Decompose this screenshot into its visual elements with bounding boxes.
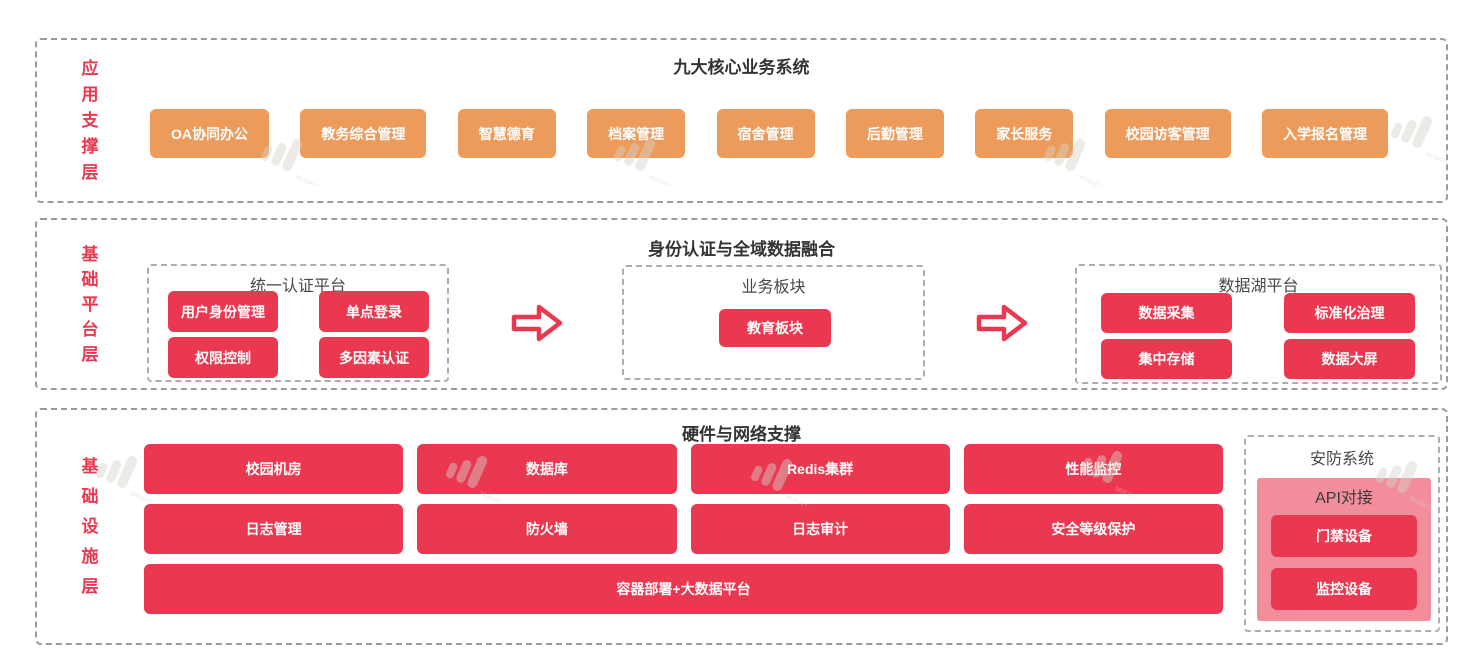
lake-block-dashboard: 数据大屏 <box>1284 339 1415 379</box>
layer-label-infrastructure: 基 础 设 施 层 <box>79 410 101 643</box>
infra-block-redis-cluster: Redis集群 <box>690 444 950 494</box>
infra-block-campus-server-room: 校园机房 <box>144 444 404 494</box>
security-block-surveillance: 监控设备 <box>1271 568 1417 610</box>
system-block-logistics: 后勤管理 <box>845 109 944 158</box>
right-arrow-icon <box>976 304 1028 342</box>
infra-block-container-bigdata: 容器部署+大数据平台 <box>144 564 1223 614</box>
auth-block-sso: 单点登录 <box>319 291 429 332</box>
unified-auth-title: 统一认证平台 <box>249 278 346 295</box>
system-block-parent-service: 家长服务 <box>975 109 1074 158</box>
layer-label-char: 施 <box>81 547 99 566</box>
infra-block-log-management: 日志管理 <box>144 504 404 554</box>
layer-label-char: 用 <box>81 85 99 104</box>
core-systems-title: 九大核心业务系统 <box>673 58 810 77</box>
layer-label-basic-platform: 基 础 平 台 层 <box>79 220 101 388</box>
layer-label-char: 支 <box>81 111 99 130</box>
auth-block-user-identity: 用户身份管理 <box>168 291 278 332</box>
layer-label-char: 基 <box>81 457 99 476</box>
data-lake-title: 数据湖平台 <box>1218 278 1299 295</box>
infrastructure-grid: 校园机房 数据库 Redis集群 性能监控 日志管理 防火墙 日志审计 安全等级… <box>144 444 1223 614</box>
layer-label-char: 台 <box>81 319 99 339</box>
layer-label-char: 应 <box>81 59 99 78</box>
layer-label-char: 层 <box>81 577 99 596</box>
layer-label-char: 层 <box>81 344 99 364</box>
identity-fusion-title: 身份认证与全域数据融合 <box>648 240 835 259</box>
system-block-dormitory: 宿舍管理 <box>716 109 815 158</box>
system-block-moral-education: 智慧德育 <box>457 109 556 158</box>
layer-label-char: 础 <box>81 487 99 506</box>
infra-block-performance-monitor: 性能监控 <box>963 444 1223 494</box>
system-block-visitor: 校园访客管理 <box>1104 109 1231 158</box>
api-integration-title: API对接 <box>1315 490 1373 507</box>
unified-auth-grid: 用户身份管理 单点登录 权限控制 多因素认证 <box>168 291 429 378</box>
security-system-title: 安防系统 <box>1309 451 1374 468</box>
system-block-academic: 教务综合管理 <box>300 109 427 158</box>
layer-label-char: 平 <box>81 294 99 314</box>
layer-label-char: 撑 <box>81 137 99 156</box>
lake-block-collection: 数据采集 <box>1101 293 1232 333</box>
layer-label-char: 基 <box>81 244 99 264</box>
application-support-layer: 应 用 支 撑 层 九大核心业务系统 OA协同办公 教务综合管理 智慧德育 档案… <box>35 38 1448 203</box>
core-systems-row: OA协同办公 教务综合管理 智慧德育 档案管理 宿舍管理 后勤管理 家长服务 校… <box>150 109 1388 158</box>
layer-label-char: 层 <box>81 163 99 182</box>
security-system-box: 安防系统 API对接 门禁设备 监控设备 <box>1244 435 1440 632</box>
lake-block-standardization: 标准化治理 <box>1284 293 1415 333</box>
lake-block-storage: 集中存储 <box>1101 339 1232 379</box>
infra-block-log-audit: 日志审计 <box>690 504 950 554</box>
business-section-title: 业务板块 <box>741 279 806 296</box>
infra-block-firewall: 防火墙 <box>417 504 677 554</box>
api-integration-panel: API对接 门禁设备 监控设备 <box>1257 478 1431 621</box>
system-block-archives: 档案管理 <box>587 109 686 158</box>
security-block-access-control: 门禁设备 <box>1271 515 1417 557</box>
data-lake-box: 数据湖平台 数据采集 标准化治理 集中存储 数据大屏 <box>1075 264 1442 384</box>
system-block-enrollment: 入学报名管理 <box>1262 109 1388 158</box>
infra-block-security-level-protection: 安全等级保护 <box>963 504 1223 554</box>
data-lake-grid: 数据采集 标准化治理 集中存储 数据大屏 <box>1101 293 1415 379</box>
basic-platform-layer: 基 础 平 台 层 身份认证与全域数据融合 统一认证平台 用户身份管理 单点登录… <box>35 218 1448 390</box>
layer-label-char: 础 <box>81 269 99 289</box>
layer-label-application-support: 应 用 支 撑 层 <box>79 40 101 201</box>
infrastructure-layer: 基 础 设 施 层 硬件与网络支撑 校园机房 数据库 Redis集群 性能监控 … <box>35 408 1448 645</box>
hardware-network-title: 硬件与网络支撑 <box>682 425 801 444</box>
business-section-box: 业务板块 教育板块 <box>622 265 925 380</box>
auth-block-mfa: 多因素认证 <box>319 337 429 378</box>
business-block-education: 教育板块 <box>719 309 831 347</box>
infra-block-database: 数据库 <box>417 444 677 494</box>
system-block-oa: OA协同办公 <box>150 109 269 158</box>
auth-block-permission: 权限控制 <box>168 337 278 378</box>
right-arrow-icon <box>511 304 563 342</box>
layer-label-char: 设 <box>81 517 99 536</box>
unified-auth-box: 统一认证平台 用户身份管理 单点登录 权限控制 多因素认证 <box>147 264 449 382</box>
